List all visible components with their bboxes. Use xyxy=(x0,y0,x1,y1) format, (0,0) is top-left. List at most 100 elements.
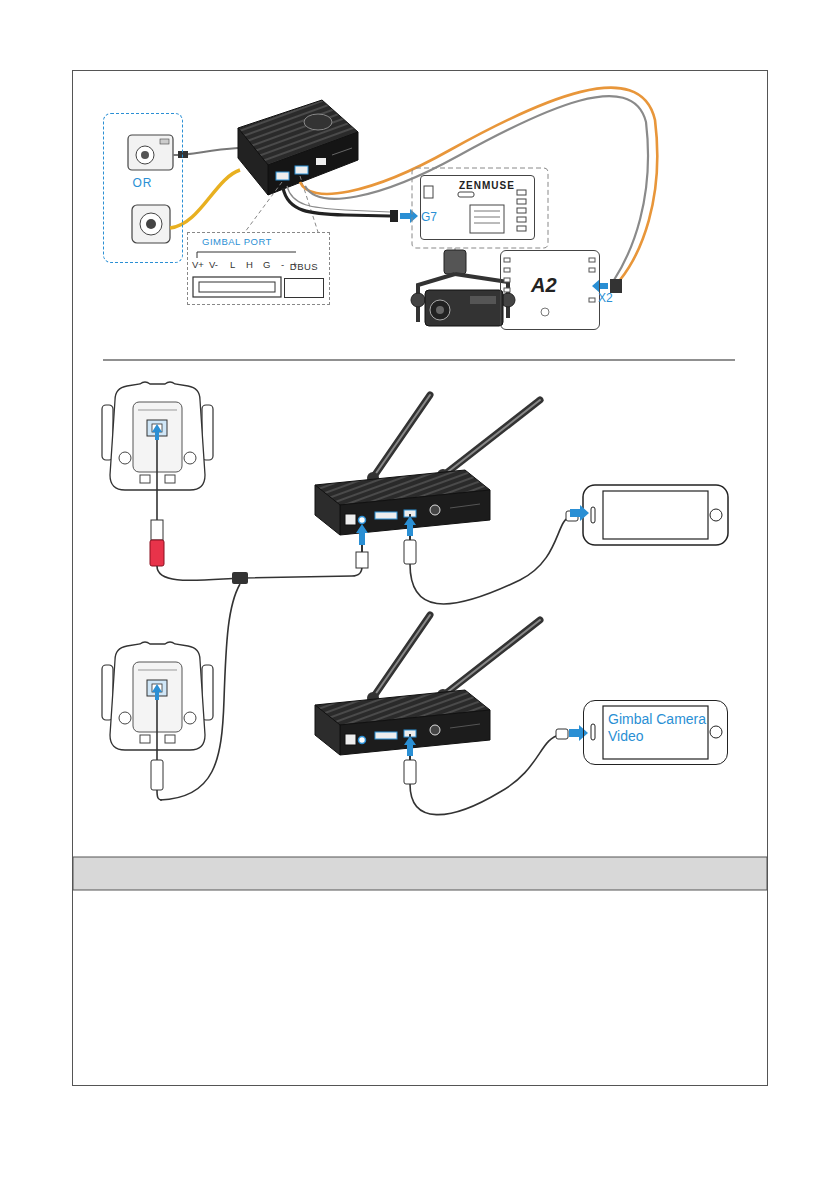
pin-name: H xyxy=(246,259,253,270)
pin-name: V- xyxy=(209,259,218,270)
drawing-part xyxy=(569,725,588,741)
drawing-part xyxy=(517,226,526,231)
gimbal-unit xyxy=(411,168,548,326)
gimbal-control-unit: ZENMUSE xyxy=(420,175,535,240)
drawing-part xyxy=(156,700,158,760)
drawing-part xyxy=(592,279,608,293)
drawing-part xyxy=(151,520,163,540)
drawing-part xyxy=(356,524,368,545)
drawing-part xyxy=(390,210,398,222)
drawing-part xyxy=(160,139,169,144)
node-text: Gimbal Camera Video xyxy=(608,711,708,745)
drawing-part xyxy=(295,166,308,174)
port-outline xyxy=(284,278,324,298)
drawing-part xyxy=(556,729,568,739)
drawing-part xyxy=(470,205,504,233)
drawing-part xyxy=(412,168,548,248)
drawing-part xyxy=(315,395,540,535)
drawing-part xyxy=(411,293,425,307)
cables xyxy=(150,440,589,815)
drawing-part xyxy=(132,205,170,243)
drawing-part xyxy=(570,505,589,521)
drawing-part xyxy=(474,223,500,224)
drawing-part xyxy=(504,268,510,272)
drawing-part xyxy=(591,507,595,523)
camera-options-box: OR xyxy=(103,113,183,263)
phone-details xyxy=(591,706,722,759)
drawing-part xyxy=(404,516,416,536)
drawing-part xyxy=(404,540,416,564)
node-text: OR xyxy=(104,176,181,190)
drawing-part xyxy=(305,96,648,280)
drawing-part xyxy=(197,252,296,258)
pin-name: - xyxy=(281,259,284,270)
drawing-part xyxy=(146,219,156,229)
flight-controller: A2 xyxy=(500,250,600,330)
drawing-part xyxy=(589,268,595,272)
port-callout: GIMBAL PORT DBUS xyxy=(187,232,330,305)
drawing-part xyxy=(157,566,362,580)
node-text: GIMBAL PORT xyxy=(202,236,272,247)
port-name: G7 xyxy=(421,210,437,224)
drawing-part xyxy=(151,760,163,790)
drawing-part xyxy=(436,306,444,314)
drawing-part xyxy=(315,615,540,755)
drawing-part xyxy=(400,209,418,223)
pin-name: G xyxy=(263,259,270,270)
separator-line xyxy=(103,359,735,360)
drawing-part xyxy=(517,190,526,195)
drawing-part xyxy=(710,726,722,738)
drawing-part xyxy=(424,186,433,198)
a2-details xyxy=(504,258,595,316)
phone xyxy=(583,485,728,545)
drawing-part xyxy=(603,706,708,759)
drawing-part xyxy=(170,170,240,228)
drawing-part xyxy=(276,172,289,180)
drawing-part xyxy=(517,217,526,222)
node-text: ZENMUSE xyxy=(459,180,515,192)
gimbal-port-connector xyxy=(193,252,296,297)
drawing-part xyxy=(193,277,281,297)
drawing-part xyxy=(268,132,358,195)
node-text: DBUS xyxy=(284,261,324,272)
drawing-part xyxy=(504,278,510,282)
drawing-part xyxy=(430,300,450,320)
node-text: A2 xyxy=(531,273,557,297)
drawing-part xyxy=(136,146,154,164)
pin-name: L xyxy=(230,259,235,270)
mobile-device: Gimbal Camera Video xyxy=(583,700,728,765)
drawing-part xyxy=(517,199,526,204)
drawing-part xyxy=(591,724,595,740)
drawing-part xyxy=(710,509,722,521)
drawing-part xyxy=(589,298,595,302)
drawing-part xyxy=(458,192,474,197)
drawing-part xyxy=(583,485,728,545)
port-name: X2 xyxy=(598,291,613,305)
drawing-part xyxy=(404,736,416,756)
drawing-part xyxy=(160,584,240,800)
drawing-part xyxy=(474,211,500,212)
drawing-part xyxy=(140,213,162,235)
pin-name: V+ xyxy=(192,259,204,270)
pin-name: + xyxy=(292,259,298,270)
drawing-part xyxy=(150,540,164,566)
gray-band xyxy=(73,857,767,890)
drawing-part xyxy=(404,760,416,784)
drawing-part xyxy=(410,517,570,604)
drawing-part xyxy=(589,258,595,262)
drawing-part xyxy=(444,250,466,274)
drawing-part xyxy=(232,572,248,584)
drawing-part xyxy=(316,158,326,165)
drawing-part xyxy=(238,128,268,195)
drawing-part xyxy=(425,290,503,326)
air-unit xyxy=(238,100,358,195)
page-frame xyxy=(73,71,768,1086)
drawing-part xyxy=(304,114,332,130)
drawing-part xyxy=(541,308,549,316)
dbus-port: DBUS xyxy=(284,253,324,299)
drawing-part xyxy=(410,735,560,815)
drawing-part xyxy=(603,491,708,539)
drawing-part xyxy=(141,151,149,159)
drawing-part xyxy=(470,296,496,304)
